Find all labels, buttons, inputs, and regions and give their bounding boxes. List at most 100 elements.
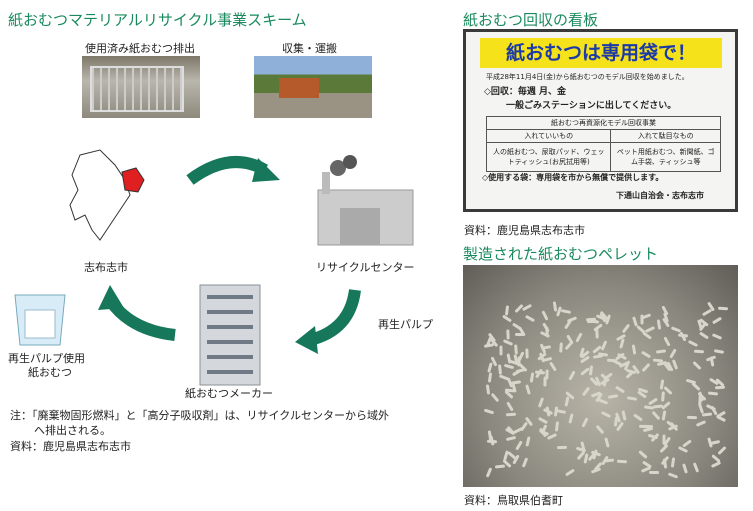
pellet: [663, 336, 671, 348]
pellet: [603, 437, 610, 448]
pellet: [711, 333, 723, 340]
pellet: [487, 372, 492, 383]
pellet: [506, 401, 515, 412]
pellet: [699, 330, 710, 340]
pellet: [498, 364, 503, 375]
pellet: [581, 386, 590, 397]
sign-line-5: 下通山自治会・志布志市: [616, 191, 704, 200]
pellet: [648, 471, 659, 475]
product-label-1: 再生パルプ使用: [8, 352, 85, 365]
pellet: [681, 439, 692, 449]
pellet: [661, 401, 671, 410]
collection-photo: [254, 56, 372, 118]
pellet: [670, 456, 676, 468]
pellet: [568, 413, 574, 424]
pellet: [494, 464, 505, 469]
pellet: [517, 351, 525, 363]
sign-col-ng: 入れて駄目なもの: [610, 129, 721, 143]
city-label: 志布志市: [84, 261, 128, 274]
sign-line-3: 一般ごみステーションに出してください。: [506, 101, 677, 111]
pellet: [656, 349, 667, 354]
pellet: [498, 374, 510, 381]
pellet: [661, 410, 666, 421]
pellet: [641, 362, 651, 372]
pellet: [600, 410, 611, 418]
diaper-icon: [14, 294, 66, 346]
arrow-center-to-maker: [308, 289, 361, 346]
sign-ok-items: 人の紙おむつ、尿取パッド、ウェットティッシュ(お尻拭用等): [485, 142, 612, 172]
pellet: [603, 458, 614, 463]
pellet: [663, 385, 673, 395]
recycle-center-label: リサイクルセンター: [316, 261, 415, 274]
pellet: [541, 310, 549, 321]
pellet: [616, 421, 625, 432]
sign-ng-items: ペット用紙おむつ、新聞紙、ゴム手袋、ティッシュ等: [610, 142, 721, 172]
pellet: [595, 424, 605, 435]
pellet: [667, 471, 679, 479]
pellet: [589, 365, 594, 376]
pellet: [631, 315, 638, 327]
sign-line-2: ◇回収：毎週 月、金: [484, 87, 567, 97]
pellet: [594, 328, 599, 339]
pellet: [556, 445, 568, 450]
sign-table-title: 紙おむつ再資源化モデル回収事業: [486, 116, 721, 130]
pellet: [644, 405, 655, 410]
pellet: [695, 420, 707, 428]
scheme-diagram: [14, 149, 414, 386]
pellet-title: 製造された紙おむつペレット: [463, 245, 659, 263]
pellet: [524, 314, 535, 323]
pellet: [645, 325, 656, 333]
pellet: [708, 391, 719, 396]
pellet: [485, 467, 493, 479]
sign-headline: 紙おむつは専用袋で！: [480, 38, 722, 68]
pellet: [688, 339, 699, 347]
pellet: [717, 307, 728, 311]
pellet: [705, 404, 717, 412]
pellet: [568, 370, 576, 381]
pellet: [558, 342, 563, 353]
pellet: [701, 308, 713, 317]
pellet: [614, 385, 625, 394]
pellet: [525, 348, 530, 359]
pellet: [485, 384, 491, 395]
pellet: [563, 319, 572, 330]
pellet: [687, 416, 698, 420]
pellet-source: 資料：鳥取県伯耆町: [464, 494, 563, 507]
pellet: [693, 349, 704, 354]
product-label-2: 紙おむつ: [28, 366, 72, 379]
pellet: [522, 303, 533, 311]
photo-discard-label: 使用済み紙おむつ排出: [85, 42, 195, 55]
sign-title: 紙おむつ回収の看板: [463, 11, 599, 29]
pellet: [564, 395, 570, 407]
pellet: [564, 468, 575, 477]
pellet: [548, 361, 557, 372]
pellet: [503, 363, 515, 370]
pellet: [575, 332, 584, 343]
pellet: [560, 308, 571, 314]
pellet: [514, 344, 518, 355]
pellet: [552, 301, 557, 312]
recycled-pulp-label: 再生パルプ: [378, 318, 433, 331]
pellet: [503, 338, 514, 346]
pellet: [711, 316, 722, 325]
scheme-title: 紙おむつマテリアルリサイクル事業スキーム: [8, 11, 307, 29]
pellet: [652, 410, 661, 420]
pellet: [554, 421, 559, 432]
pellet: [544, 326, 549, 337]
factory-icon: [317, 155, 414, 246]
pellet: [701, 412, 712, 417]
note-line-2: へ排出される。: [34, 424, 111, 437]
sign-table: 紙おむつ再資源化モデル回収事業 入れていいもの入れて駄目なもの 人の紙おむつ、尿…: [485, 116, 721, 172]
pellet: [616, 460, 628, 464]
sign-line-1: 平成28年11月4日(金)から紙おむつのモデル回収を始めました。: [486, 73, 689, 81]
pellet: [672, 359, 679, 370]
pellet: [660, 391, 665, 402]
building-icon: [199, 284, 261, 386]
pellet: [717, 446, 727, 456]
pellet: [621, 410, 627, 421]
pellet: [581, 417, 589, 428]
photo-collect-label: 収集・運搬: [282, 42, 337, 55]
pellet-photo: [463, 265, 738, 487]
sign-line-4: ◇使用する袋：専用袋を市から無償で提供します。: [482, 173, 664, 182]
